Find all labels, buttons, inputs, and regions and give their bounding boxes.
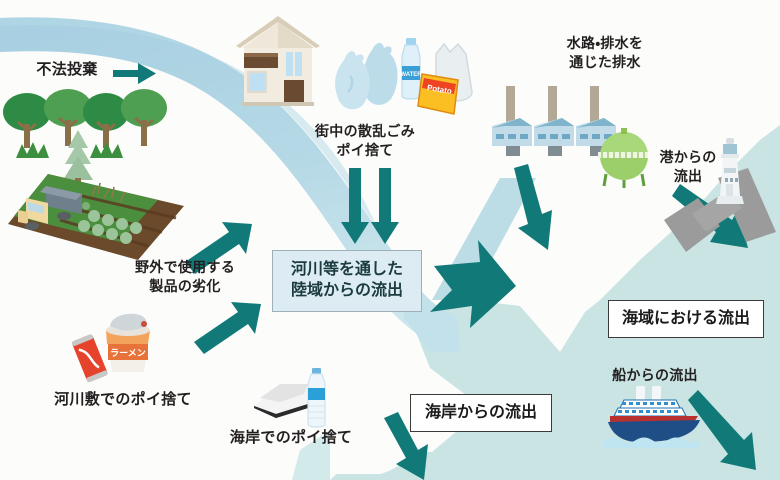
arrow-ship [688,390,756,470]
label-ship-outflow: 船からの流出 [612,367,698,383]
svg-text:Potato: Potato [426,83,452,96]
factory-illustration [492,82,648,188]
forest-illustration [2,86,170,182]
arrow-coast [384,412,428,480]
label-beach-litter: 海岸でのポイ捨て [229,429,353,446]
svg-text:WATER: WATER [400,72,422,78]
plastic-litter-illustration: WATER Potato [392,30,478,116]
box-coast-outflow: 海岸からの流出 [410,394,552,432]
house-illustration [232,12,324,108]
sea-left-shore [292,430,330,480]
cruise-ship-illustration [602,384,708,450]
arrow-illegal-dumping [113,63,156,84]
arrow-drainage [514,164,552,250]
arrow-riverbank-litter [194,302,261,354]
arrow-product-degradation [185,222,252,274]
can-and-cupnoodle-illustration: ラーメン [70,310,162,384]
bay-land-bulge [300,364,425,474]
svg-text:ラーメン: ラーメン [110,348,146,358]
farm-field-illustration [8,168,184,264]
box-sea-area-outflow: 海域における流出 [608,300,764,338]
label-product-degradation: 野外で使用する 製品の劣化 [135,259,235,294]
garbage-bags-illustration [332,36,404,112]
label-illegal-dumping: 不法投棄 [36,61,98,78]
label-street-litter: 街中の散乱ごみ ポイ捨て [315,123,415,158]
river-highlight [0,17,378,230]
bento-and-bottle-illustration [250,368,338,430]
label-drainage: 水路・排水を 通じた排水 [566,35,644,70]
arrow-river-to-sea [430,240,516,328]
label-port-outflow: 港からの 流出 [659,149,717,184]
box-river-land-outflow: 河川等を通した 陸域からの流出 [272,250,422,312]
arrow-street-litter-left [341,168,369,244]
label-riverbank-litter: 河川敷でのポイ捨て [54,391,192,408]
lighthouse-pier-illustration [658,134,780,262]
arrow-street-litter-right [371,168,399,244]
cape-landmass-lower [432,300,600,352]
